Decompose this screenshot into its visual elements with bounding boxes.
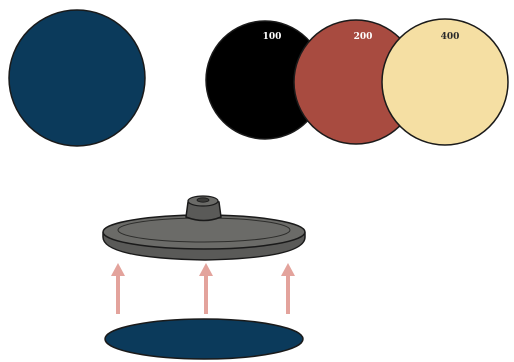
up-arrows (111, 263, 295, 314)
grit-disc-400-icon (381, 18, 509, 146)
backing-pad-icon (102, 195, 306, 261)
grit-disc-400: 400 (381, 18, 509, 146)
up-arrow-right-icon (281, 263, 295, 314)
grit-disc-400-label: 400 (441, 32, 460, 42)
grit-disc-100-label: 100 (263, 32, 282, 42)
grit-disc-200-label: 200 (354, 32, 373, 42)
sanding-disc-blue-icon (8, 9, 146, 147)
up-arrow-left-icon (111, 263, 125, 314)
bottom-sanding-disc-icon (104, 318, 304, 360)
grit-disc-group: 100 200 400 (205, 18, 509, 146)
up-arrow-center-icon (199, 263, 213, 314)
